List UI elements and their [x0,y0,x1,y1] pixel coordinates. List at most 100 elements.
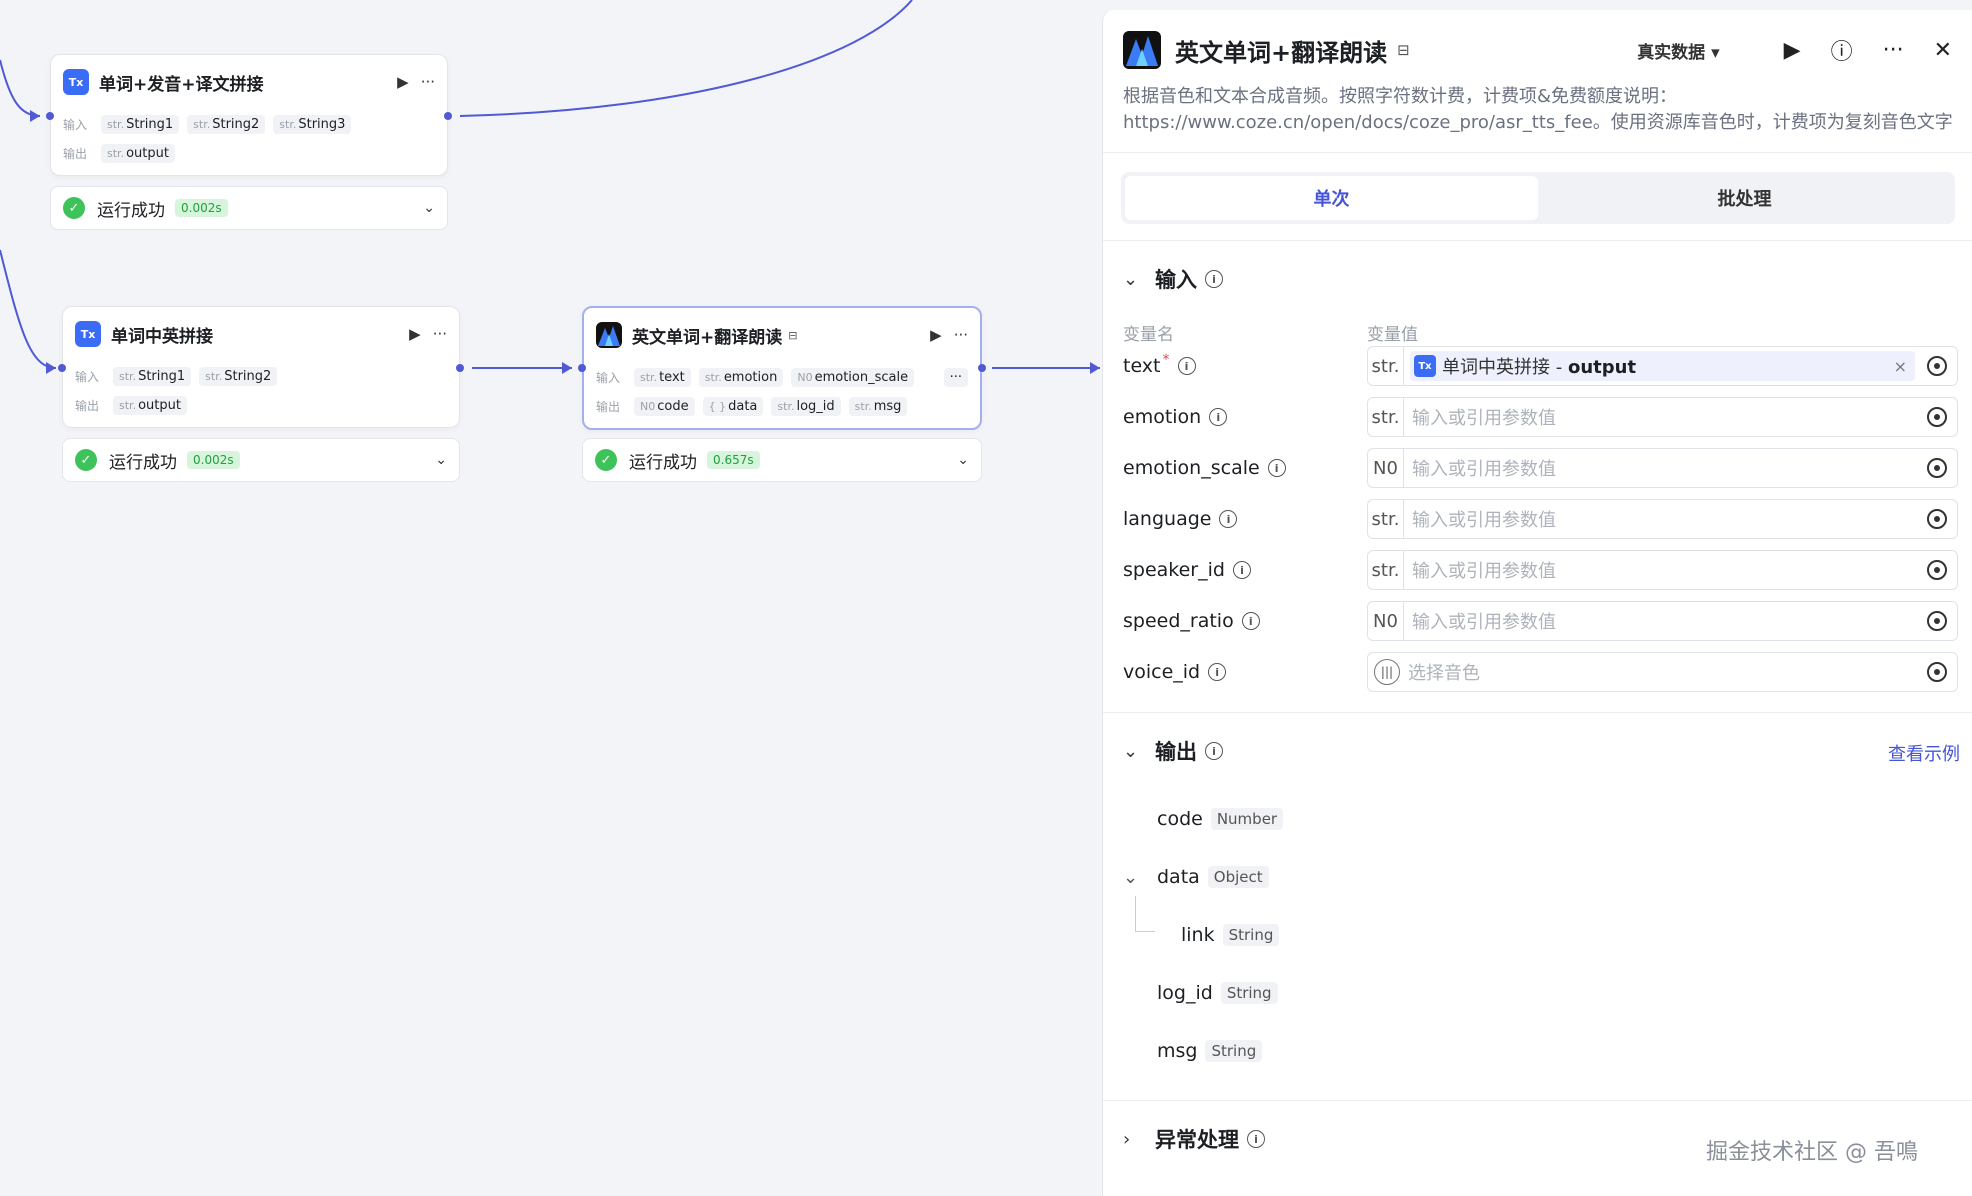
chevron-down-icon[interactable]: ⌄ [957,452,969,468]
arrow-2 [46,362,56,374]
node-title: 单词+发音+译文拼接 [99,74,264,95]
input-port[interactable] [578,364,586,372]
output-label: 输出 [596,399,621,414]
type-indicator: str. [1368,398,1404,436]
output-tag: str.msg [848,396,908,416]
speed-ratio-value-input[interactable]: N0 输入或引用参数值 [1367,601,1958,641]
node-concat3[interactable]: Tx 单词+发音+译文拼接 ▶ ··· 输入 str.String1 str.S… [46,54,452,176]
chevron-down-icon[interactable]: ⌄ [1123,866,1139,888]
more-icon[interactable]: ··· [420,73,435,91]
panel-title: 英文单词+翻译朗读 [1175,38,1388,67]
var-row-emotion: emotion i str. 输入或引用参数值 [1123,397,1958,437]
required-mark: * [1162,352,1170,368]
var-name: language [1123,508,1212,530]
status-text: 运行成功 [109,452,177,473]
output-port[interactable] [978,364,986,372]
var-name: voice_id [1123,661,1201,683]
reference-chip[interactable]: Tx 单词中英拼接 - output × [1410,351,1915,381]
input-tag: str.text [634,367,691,387]
reference-target-icon[interactable] [1927,356,1947,376]
edge-top-exit [459,0,913,117]
node-status-tts[interactable]: ✓ 运行成功 0.657s ⌄ [582,438,982,482]
tab-single[interactable]: 单次 [1125,176,1538,220]
node-status-concat3[interactable]: ✓ 运行成功 0.002s ⌄ [50,186,448,230]
input-placeholder: 输入或引用参数值 [1412,561,1556,582]
more-inputs-button[interactable]: ··· [943,367,968,387]
node-status-concat2[interactable]: ✓ 运行成功 0.002s ⌄ [62,438,460,482]
success-check-icon: ✓ [595,449,617,471]
output-port[interactable] [444,112,452,120]
success-check-icon: ✓ [63,197,85,219]
tab-batch[interactable]: 批处理 [1717,189,1772,210]
chevron-down-icon[interactable]: ⌄ [435,452,447,468]
chevron-down-icon[interactable]: ⌄ [423,200,435,216]
var-name: speed_ratio [1123,610,1234,632]
volcano-logo-icon [1123,31,1161,69]
info-icon: i [1209,408,1228,426]
run-mode-tabs: 单次 批处理 [1121,172,1955,224]
reference-target-icon[interactable] [1927,407,1947,427]
more-icon[interactable]: ··· [1882,37,1904,63]
workflow-canvas[interactable]: Tx 单词+发音+译文拼接 ▶ ··· 输入 str.String1 str.S… [0,0,1102,1196]
output-tag: str.log_id [771,396,841,416]
status-time: 0.657s [707,451,760,469]
input-placeholder: 选择音色 [1408,663,1480,684]
node-config-panel: 英文单词+翻译朗读 ⊟ 真实数据 ▾ ▶ ⓘ ··· ✕ 根据音色和文本合成音频… [1102,10,1972,1196]
run-icon[interactable]: ▶ [930,326,942,344]
reference-target-icon[interactable] [1927,509,1947,529]
emotion-scale-value-input[interactable]: N0 输入或引用参数值 [1367,448,1958,488]
help-icon[interactable]: ⓘ [1830,40,1853,65]
more-icon[interactable]: ··· [953,326,968,344]
voice-select[interactable]: ||| 选择音色 [1367,652,1958,692]
language-value-input[interactable]: str. 输入或引用参数值 [1367,499,1958,539]
output-section-header[interactable]: ⌄ 输出 i [1123,736,1223,766]
reference-target-icon[interactable] [1927,560,1947,580]
close-icon[interactable]: ✕ [1933,37,1952,63]
run-icon[interactable]: ▶ [397,73,409,91]
type-indicator: N0 [1368,449,1404,487]
input-section-header[interactable]: ⌄ 输入 i [1123,264,1223,294]
input-port[interactable] [58,364,66,372]
input-port[interactable] [46,112,54,120]
node-tts[interactable]: 英文单词+翻译朗读 ⊟ ▶ ··· 输入 str.text str.emotio… [578,306,986,430]
node-concat2[interactable]: Tx 单词中英拼接 ▶ ··· 输入 str.String1 str.Strin… [58,306,464,428]
text-value-input[interactable]: str. Tx 单词中英拼接 - output × [1367,346,1958,386]
reference-target-icon[interactable] [1927,611,1947,631]
node-title: 单词中英拼接 [111,326,213,347]
input-placeholder: 输入或引用参数值 [1412,510,1556,531]
input-placeholder: 输入或引用参数值 [1412,612,1556,633]
input-placeholder: 输入或引用参数值 [1412,408,1556,429]
chevron-right-icon[interactable]: › [1123,1128,1131,1150]
arrow-3 [562,362,572,374]
divider [1103,712,1972,713]
reference-target-icon[interactable] [1927,458,1947,478]
var-name: emotion [1123,406,1202,428]
view-example-link[interactable]: 查看示例 [1888,744,1960,765]
chevron-down-icon[interactable]: ⌄ [1123,740,1139,762]
edges [0,0,1100,374]
output-port[interactable] [456,364,464,372]
run-icon[interactable]: ▶ [1783,37,1801,63]
divider [1103,152,1972,153]
chevron-down-icon[interactable]: ⌄ [1123,268,1139,290]
var-name: emotion_scale [1123,457,1260,479]
text-process-icon: Tx [75,321,101,347]
run-icon[interactable]: ▶ [409,325,421,343]
status-text: 运行成功 [629,452,697,473]
more-icon[interactable]: ··· [432,325,447,343]
emotion-value-input[interactable]: str. 输入或引用参数值 [1367,397,1958,437]
speaker-id-value-input[interactable]: str. 输入或引用参数值 [1367,550,1958,590]
clear-reference-icon[interactable]: × [1893,356,1907,376]
data-mode-dropdown[interactable]: 真实数据 ▾ [1637,42,1720,63]
exception-section-header[interactable]: › 异常处理 i [1123,1124,1265,1154]
voice-wave-icon: ||| [1374,659,1400,685]
panel-description: 根据音色和文本合成音频。按照字符数计费，计费项&免费额度说明：https://w… [1123,86,1953,133]
reference-target-icon[interactable] [1927,662,1947,682]
